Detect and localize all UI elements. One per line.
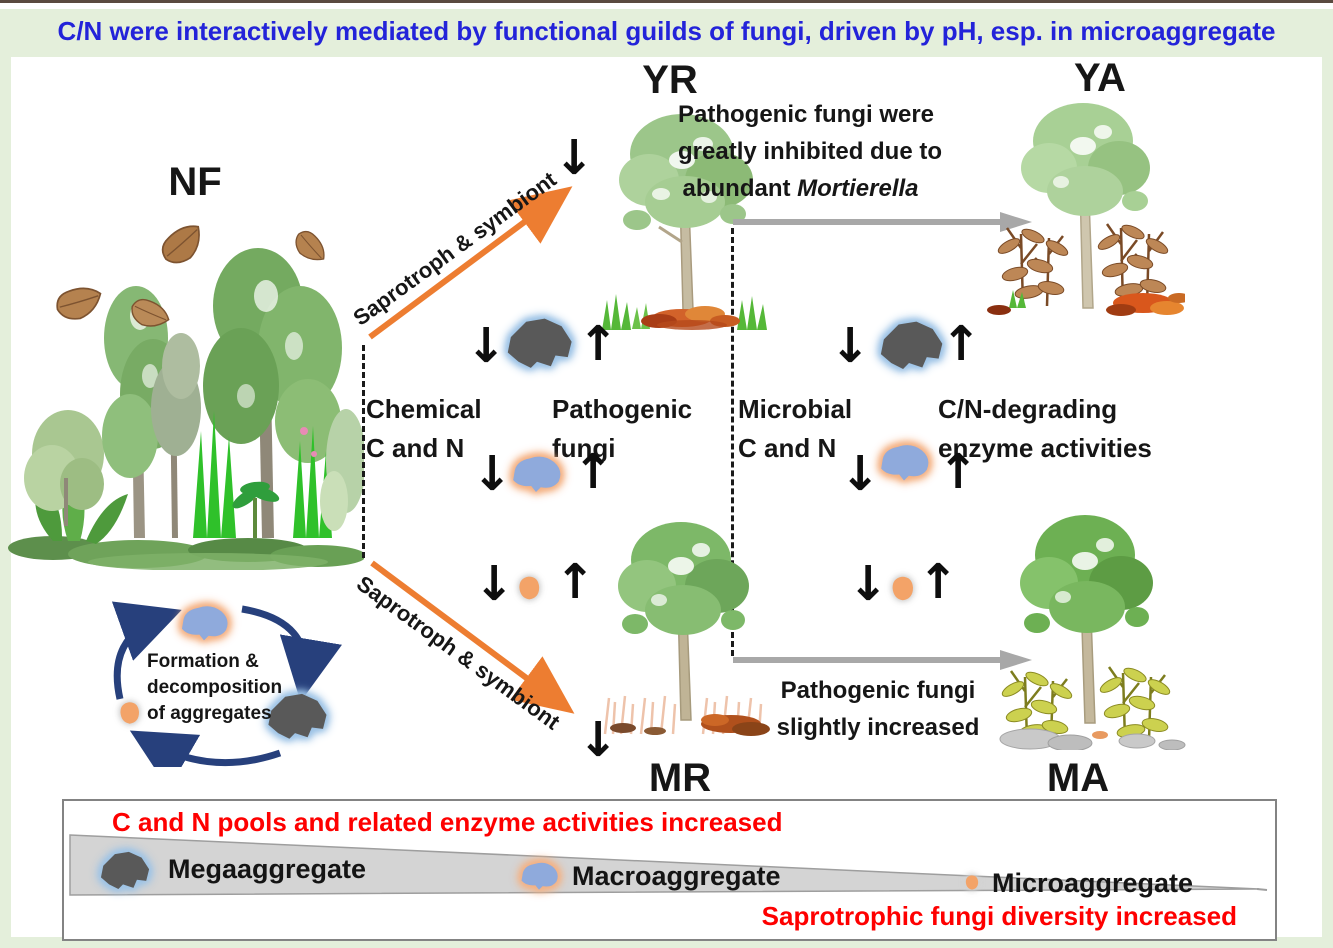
legend-bottom-statement: Saprotrophic fungi diversity increased	[761, 901, 1237, 931]
cycle-caption: Formation & decomposition of aggregates	[147, 649, 282, 727]
dashed-connector-right	[731, 228, 734, 656]
top-annotation-line3: abundant Mortierella	[678, 170, 923, 207]
decrease-arrow-bottom-diagonal: ↓	[578, 712, 619, 768]
microaggregate-blob-left	[519, 576, 540, 600]
ma-tree-illustration	[999, 515, 1186, 750]
ya-tree-illustration	[987, 103, 1185, 316]
decrease-arrow: ↓	[848, 556, 889, 612]
cycle-caption-line3: of aggregates	[147, 703, 272, 724]
top-annotation-line2: greatly inhibited due to	[678, 138, 943, 165]
cycle-megaaggregate-blob	[268, 693, 327, 739]
cycle-microaggregate-blob	[120, 702, 139, 724]
chemical-cn-label: Chemical C and N	[366, 390, 482, 468]
chemical-cn-line2: C and N	[366, 433, 465, 463]
macroaggregate-blob-left	[513, 456, 561, 492]
increase-arrow: ↑	[573, 444, 614, 500]
decrease-arrow: ↓	[466, 318, 507, 374]
legend-box: C and N pools and related enzyme activit…	[62, 799, 1277, 941]
decrease-arrow: ↓	[830, 318, 871, 374]
falling-leaf-icon	[56, 287, 102, 320]
top-annotation-line3-prefix: abundant	[682, 175, 798, 202]
microbial-cn-line1: Microbial	[738, 394, 853, 424]
cycle-caption-line2: decomposition	[147, 677, 283, 698]
saprotroph-arrow-bottom	[370, 560, 575, 714]
increase-arrow: ↑	[941, 316, 982, 372]
site-label-ma: MA	[1046, 756, 1110, 800]
bottom-annotation-line1: Pathogenic fungi	[780, 677, 976, 704]
macroaggregate-blob-right	[881, 445, 929, 481]
figure-title: C/N were interactively mediated by funct…	[57, 16, 1276, 46]
megaaggregate-blob-right	[880, 321, 943, 369]
enzyme-activities-line1: C/N-degrading	[938, 394, 1118, 424]
gray-arrow-yr-to-ya	[733, 212, 1032, 232]
site-label-yr: YR	[642, 58, 698, 102]
increase-arrow: ↑	[555, 554, 596, 610]
legend-gradient-wedge	[69, 834, 1268, 896]
decrease-arrow: ↓	[840, 446, 881, 502]
falling-leaf-icon	[295, 230, 325, 261]
falling-leaf-icon	[131, 298, 170, 327]
top-annotation-mortierella: Mortierella	[797, 175, 919, 202]
top-margin	[0, 3, 1333, 9]
legend-microaggregate-blob	[965, 875, 979, 890]
decrease-arrow-top-diagonal: ↓	[554, 130, 595, 186]
site-label-nf: NF	[168, 160, 222, 204]
gray-arrow-mr-to-ma	[733, 650, 1032, 670]
cycle-macroaggregate-blob	[181, 606, 228, 641]
top-annotation-line1: Pathogenic fungi were	[678, 101, 935, 128]
chemical-cn-line1: Chemical	[366, 394, 482, 424]
enzyme-activities-label: C/N-degrading enzyme activities	[938, 390, 1152, 468]
microaggregate-blob-right	[892, 576, 913, 601]
nf-forest-illustration	[8, 248, 364, 570]
falling-leaf-icon	[161, 225, 200, 264]
pathogenic-fungi-line2: fungi	[552, 433, 616, 463]
pathogenic-fungi-line1: Pathogenic	[552, 394, 693, 424]
legend-macroaggregate-blob	[521, 862, 558, 890]
legend-label-megaaggregate: Megaaggregate	[168, 854, 367, 884]
dashed-connector-left	[362, 345, 365, 558]
pathogenic-fungi-label: Pathogenic fungi	[552, 390, 692, 468]
legend-label-macroaggregate: Macroaggregate	[572, 861, 781, 891]
increase-arrow: ↑	[578, 316, 619, 372]
megaaggregate-blob-left	[507, 318, 572, 368]
microbial-cn-label: Microbial C and N	[738, 390, 852, 468]
top-annotation: Pathogenic fungi were greatly inhibited …	[678, 96, 943, 207]
enzyme-activities-line2: enzyme activities	[938, 433, 1152, 463]
increase-arrow: ↑	[938, 444, 979, 500]
legend-label-microaggregate: Microaggregate	[992, 868, 1194, 898]
legend-megaaggregate-blob	[100, 851, 150, 889]
decrease-arrow: ↓	[474, 556, 515, 612]
saprotroph-arrow-top	[368, 186, 573, 340]
bottom-annotation-line2: slightly increased	[776, 714, 980, 741]
aggregate-cycle-arrows	[111, 601, 342, 767]
legend-top-statement: C and N pools and related enzyme activit…	[112, 807, 783, 837]
cycle-caption-line1: Formation &	[147, 651, 259, 672]
decrease-arrow: ↓	[472, 446, 513, 502]
yr-tree-illustration	[602, 114, 767, 330]
bottom-annotation: Pathogenic fungi slightly increased	[758, 672, 998, 746]
mr-tree-illustration	[603, 522, 770, 736]
site-label-ya: YA	[1074, 56, 1126, 100]
top-border-line	[0, 0, 1333, 3]
increase-arrow: ↑	[918, 554, 959, 610]
site-label-mr: MR	[648, 756, 712, 800]
microbial-cn-line2: C and N	[738, 433, 837, 463]
